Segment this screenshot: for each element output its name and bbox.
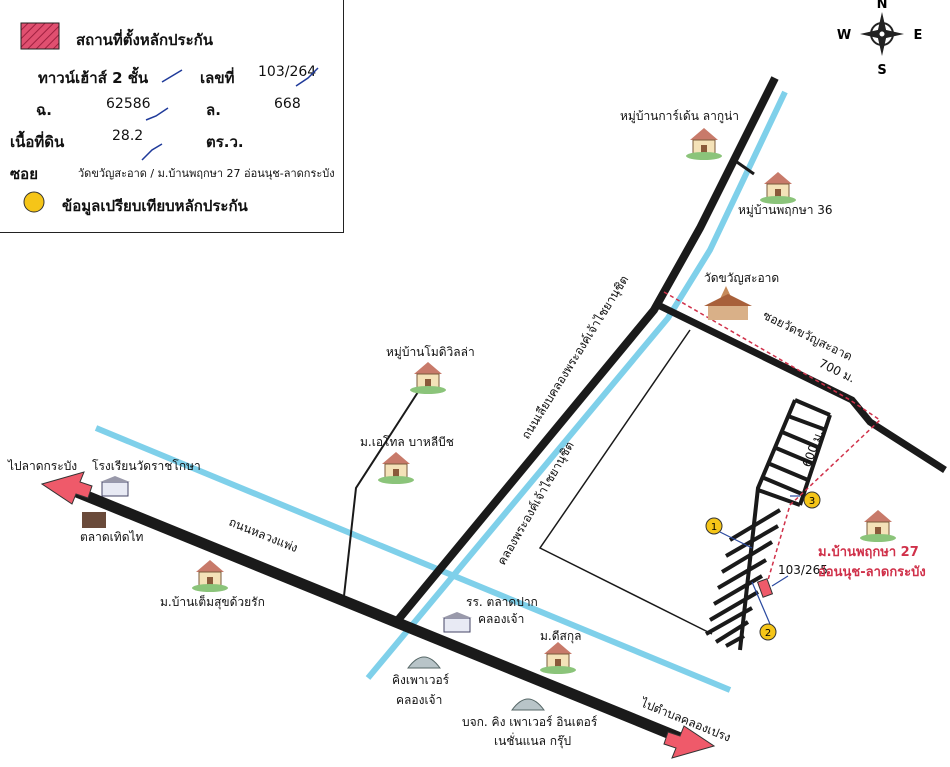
- house-icon: [540, 642, 576, 674]
- label-ban-tem-suk: ม.บ้านเต็มสุขด้วยรัก: [160, 594, 265, 610]
- pointer-line: [771, 575, 789, 587]
- svg-text:1: 1: [711, 522, 717, 533]
- arrow-right: [663, 725, 716, 759]
- svg-text:3: 3: [809, 496, 815, 507]
- check-marks: [141, 67, 319, 161]
- label-king-power-int-b: เนชั่นแนล กรุ๊ป: [494, 732, 571, 749]
- pointer-line: [719, 531, 753, 549]
- compare-marker-icon: [23, 191, 45, 213]
- legend-area-unit: ตร.ว.: [206, 133, 244, 151]
- house-icon: [686, 128, 722, 160]
- marker-1: 1: [705, 517, 723, 535]
- legend-type: ทาวน์เฮ้าส์ 2 ชั้น: [38, 69, 149, 87]
- svg-text:2: 2: [765, 628, 771, 639]
- school-icon: [442, 612, 472, 633]
- legend-soi-value: วัดขวัญสะอาด / ม.บ้านพฤกษา 27 อ่อนนุช-ลา…: [78, 167, 335, 180]
- legend-soi-label: ซอย: [10, 165, 38, 183]
- legend-area-value: 28.2: [112, 128, 144, 144]
- house-icon: [860, 510, 896, 542]
- collateral-swatch-icon: [20, 22, 60, 50]
- label-to-ladkrabang: ไปลาดกระบัง: [7, 459, 77, 473]
- label-dist-700: 700 ม.: [817, 356, 858, 385]
- temple-icon: [704, 286, 752, 320]
- soi-wat-road: [654, 300, 947, 473]
- label-garden: หมู่บ้านการ์เด้น ลากูน่า: [620, 109, 739, 124]
- legend-area-label: เนื้อที่ดิน: [10, 133, 65, 151]
- compass-icon: N S E W: [837, 0, 923, 78]
- legend-no-value: 103/264: [258, 64, 317, 80]
- house-icon: [378, 452, 414, 484]
- legend-box: สถานที่ตั้งหลักประกัน ทาวน์เฮ้าส์ 2 ชั้น…: [0, 0, 344, 233]
- legend-lo-value: 668: [274, 96, 301, 112]
- legend-no-label: เลขที่: [200, 69, 235, 87]
- label-king-power-a: คิงเพาเวอร์: [392, 673, 450, 687]
- label-dist-600: 600 ม.: [800, 428, 826, 469]
- thin-road-area: [538, 329, 713, 635]
- warehouse-icon: [511, 698, 545, 711]
- label-pruksa27-a: ม.บ้านพฤกษา 27: [818, 544, 919, 560]
- pointer-line: [751, 581, 771, 625]
- label-king-power-int-a: บจก. คิง เพาเวอร์ อินเตอร์: [462, 715, 598, 729]
- school-icon: [100, 476, 130, 497]
- svg-text:S: S: [877, 63, 886, 78]
- market-icon: [82, 512, 106, 528]
- legend-title: สถานที่ตั้งหลักประกัน: [76, 31, 213, 49]
- label-king-power-b: คลองเจ้า: [396, 693, 442, 707]
- label-pruksa27-b: อ่อนนุช-ลาดกระบัง: [818, 565, 926, 580]
- ditch-line: [733, 158, 755, 176]
- house-icon: [192, 560, 228, 592]
- house-icon: [760, 172, 796, 204]
- label-main-road: ถนนหลวงแพ่ง: [227, 515, 300, 555]
- canal-horizontal: [94, 425, 732, 693]
- label-market: ตลาดเทิดไท: [80, 530, 144, 544]
- house-icon: [410, 362, 446, 394]
- legend-compare: ข้อมูลเปรียบเทียบหลักประกัน: [62, 197, 248, 215]
- label-ethel: ม.เอโทล บาหลีบีช: [360, 435, 454, 449]
- label-soi-wat: ซอยวัดขวัญสะอาด: [761, 308, 855, 363]
- village-road-grid: [705, 398, 832, 651]
- route-dashed: [663, 291, 882, 581]
- canal-road: [394, 76, 779, 623]
- label-modville: หมู่บ้านโมดิวิลล่า: [386, 345, 475, 360]
- svg-text:W: W: [837, 28, 851, 43]
- arrow-left: [40, 471, 93, 505]
- svg-text:E: E: [914, 28, 923, 43]
- thin-road-modville: [343, 391, 419, 597]
- label-wat: วัดขวัญสะอาด: [704, 271, 779, 285]
- label-disakul: ม.ดีสกุล: [540, 629, 581, 644]
- label-collateral-no: 103/265: [778, 563, 828, 577]
- label-pruksa36: หมู่บ้านพฤกษา 36: [738, 203, 833, 218]
- label-school: โรงเรียนวัดราชโกษา: [92, 459, 201, 473]
- legend-chanode-label: ฉ.: [36, 101, 52, 119]
- marker-3: 3: [803, 491, 821, 509]
- warehouse-icon: [407, 656, 441, 669]
- main-road: [59, 480, 693, 748]
- legend-chanode-value: 62586: [106, 96, 151, 112]
- label-school2-a: รร. ตลาดปาก: [466, 595, 538, 609]
- legend-lo-label: ล.: [206, 101, 221, 119]
- label-school2-b: คลองเจ้า: [478, 612, 524, 626]
- svg-text:N: N: [877, 0, 888, 12]
- collateral-plot-icon: [756, 578, 774, 598]
- marker-2: 2: [759, 623, 777, 641]
